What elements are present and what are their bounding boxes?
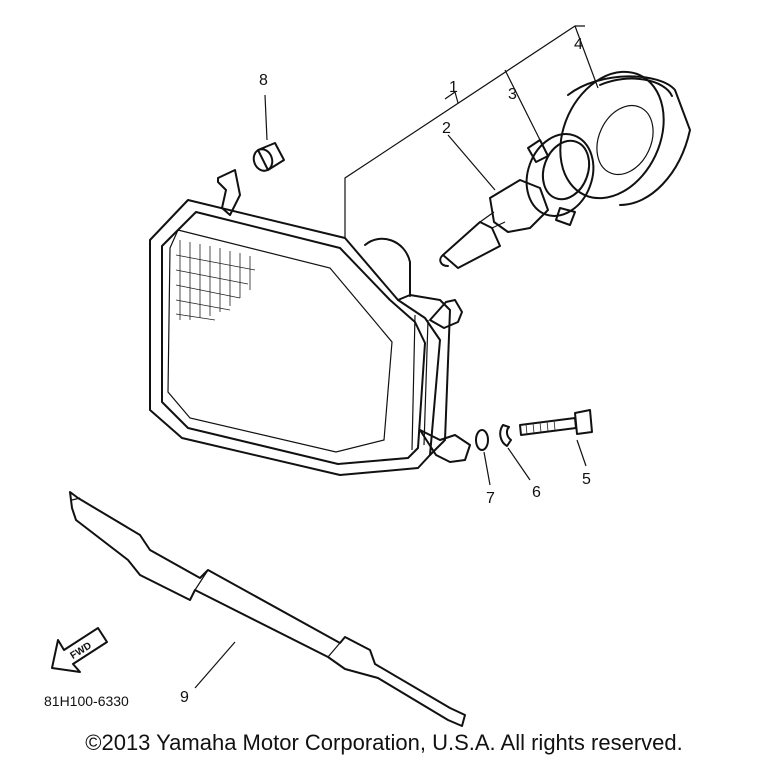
callout-7: 7 [486,490,495,507]
callout-8: 8 [259,72,268,89]
part-code: 81H100-6330 [44,693,129,709]
callout-1: 1 [449,79,458,96]
headlight-bracket [69,491,466,727]
callout-9: 9 [180,689,189,706]
callout-5: 5 [582,471,591,488]
bulb [439,179,549,269]
callout-3: 3 [508,86,517,103]
callout-6: 6 [532,484,541,501]
spring-washer [499,424,531,481]
callout-2: 2 [442,120,451,137]
bolt [519,409,593,467]
grommet-collar [252,142,285,172]
copyright-notice: ©2013 Yamaha Motor Corporation, U.S.A. A… [85,730,683,755]
forward-arrow-icon: FWD [51,627,108,673]
lens-pattern [175,240,256,321]
callout-labels: 1 2 3 4 5 6 7 8 9 [180,36,591,706]
callout-4: 4 [574,36,583,53]
socket-cover [559,70,691,206]
bulb-socket [525,133,595,226]
assembly-leader-lines [264,25,599,238]
headlight-unit [149,169,471,476]
plain-washer [475,429,491,486]
